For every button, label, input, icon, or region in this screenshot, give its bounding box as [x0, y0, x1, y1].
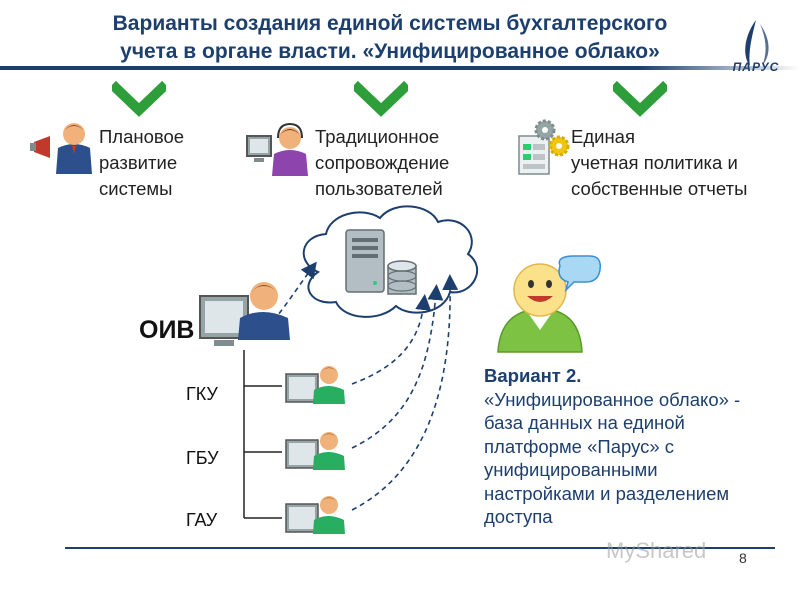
support-operator-headset-icon — [246, 122, 308, 176]
oiv-workstation-icon — [199, 282, 290, 346]
server-icon — [345, 229, 385, 293]
feature-line: собственные отчеты — [571, 178, 748, 199]
watermark: MyShared — [606, 538, 707, 563]
database-icon — [387, 260, 417, 295]
gau-workstation-icon — [285, 496, 345, 534]
variant-line: настройками и разделением — [484, 482, 730, 504]
title-line-1: Варианты создания единой системы бухгалт… — [112, 12, 668, 35]
gku-label: ГКУ — [186, 384, 218, 404]
page-number: 8 — [739, 550, 747, 566]
feature-line: Плановое — [99, 126, 185, 147]
connection-arrow — [351, 284, 444, 449]
feature-traditional-support: Традиционное сопровождение пользователей — [315, 124, 449, 202]
connection-arrow — [351, 294, 432, 385]
presenter-megaphone-icon — [30, 123, 92, 174]
slide-title: Варианты создания единой системы бухгалт… — [50, 10, 730, 66]
feature-line: сопровождение — [315, 152, 450, 173]
check-mark-icon — [354, 80, 408, 117]
feature-planned-development: Плановое развитие системы — [99, 124, 184, 202]
variant-line: база данных на единой — [484, 412, 685, 433]
gbu-label: ГБУ — [186, 448, 219, 468]
feature-line: Единая — [571, 126, 635, 147]
cloud-shape — [302, 205, 479, 318]
feature-line: развитие — [99, 152, 178, 173]
smiling-user-speech-icon — [497, 255, 602, 353]
gau-label: ГАУ — [186, 510, 218, 530]
title-underline — [0, 66, 800, 70]
connection-arrow — [351, 274, 459, 511]
feature-line: учетная политика и — [571, 152, 738, 173]
check-mark-icon — [613, 80, 667, 117]
variant-line: «Унифицированное облако» - — [484, 388, 741, 410]
gbu-workstation-icon — [285, 432, 345, 470]
variant-description: Вариант 2. «Унифицированное облако» - ба… — [484, 364, 784, 529]
variant-line: платформе «Парус» с — [484, 435, 675, 457]
check-mark-icon — [112, 80, 166, 117]
oiv-label: ОИВ — [139, 316, 195, 344]
logo-text: ПАРУС — [732, 60, 780, 74]
feature-line: Традиционное — [315, 126, 440, 147]
parus-sail-logo-icon — [745, 20, 769, 66]
feature-line: системы — [99, 178, 173, 199]
variant-line: унифицированными — [484, 459, 658, 480]
title-line-2: учета в органе власти. «Унифицированное … — [120, 40, 660, 63]
variant-title: Вариант 2. — [484, 365, 582, 386]
variant-line: доступа — [484, 506, 553, 527]
bottom-divider — [65, 547, 775, 549]
feature-line: пользователей — [315, 178, 443, 199]
feature-unified-accounting-policy: Единая учетная политика и собственные от… — [571, 124, 747, 202]
gku-workstation-icon — [285, 366, 345, 404]
gears-document-icon — [518, 119, 570, 175]
